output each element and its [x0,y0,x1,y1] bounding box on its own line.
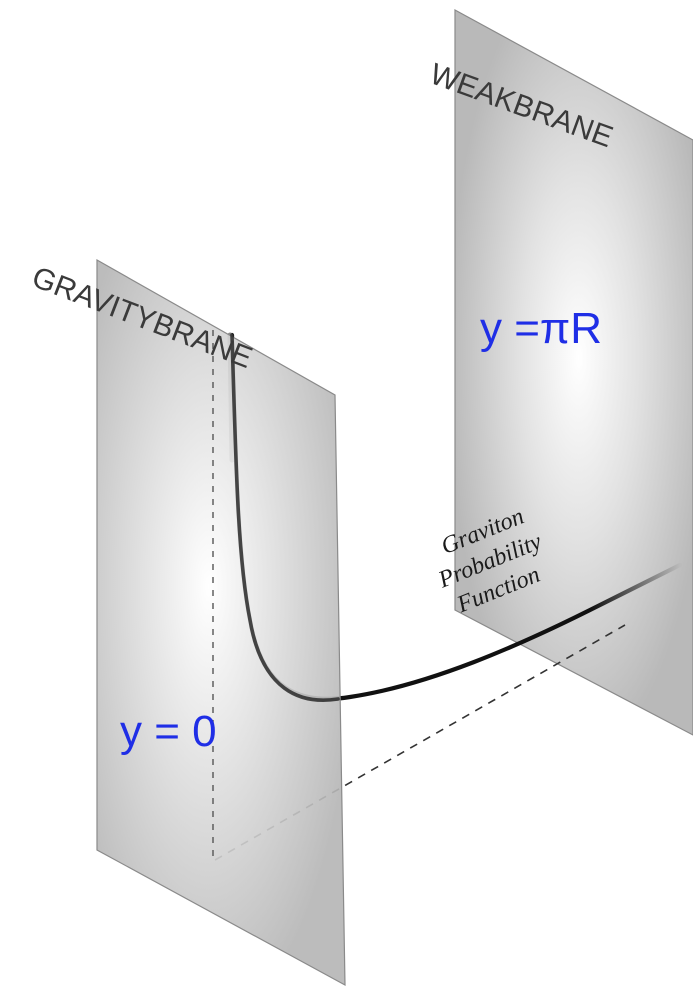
weak-brane-plane [454,8,693,736]
graviton-curve-front [230,333,340,702]
weak-brane-coordinate: y =πR [480,304,602,353]
gravity-brane-plane [96,258,346,987]
gravity-brane-coordinate: y = 0 [120,707,217,756]
